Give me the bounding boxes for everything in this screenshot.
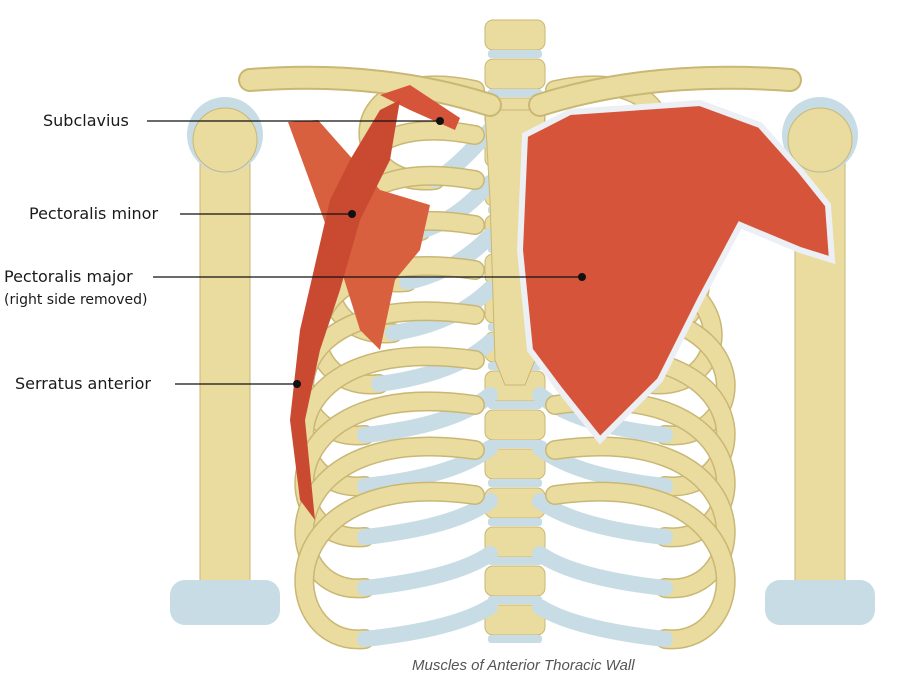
costal-cartilage (532, 546, 673, 596)
intervertebral-disc (488, 518, 542, 526)
figure-caption: Muscles of Anterior Thoracic Wall (412, 657, 635, 674)
skeleton (170, 19, 875, 650)
rib (295, 483, 484, 648)
leader-lines (147, 120, 582, 385)
leader-dots (293, 117, 586, 388)
costal-cartilage (371, 334, 498, 392)
rib (546, 483, 735, 648)
costal-cartilage (357, 546, 498, 596)
humeral-head (787, 107, 853, 173)
rib (295, 438, 484, 597)
serratus-anterior-muscle (290, 100, 400, 520)
costal-cartilage (532, 493, 673, 545)
intervertebral-disc (488, 596, 542, 604)
clavicle (530, 67, 800, 115)
costal-cartilage (532, 599, 673, 647)
humeral-head (192, 107, 258, 173)
label-pectoralis-major-note: (right side removed) (4, 292, 148, 308)
intervertebral-disc (488, 401, 542, 409)
vertebra (484, 58, 546, 90)
costal-cartilage (357, 493, 498, 545)
vertebra (484, 409, 546, 441)
label-pectoralis-major: Pectoralis major (4, 267, 133, 286)
vertebra (484, 565, 546, 597)
pectoralis-major-muscle (516, 99, 836, 445)
rib (546, 438, 735, 597)
intervertebral-disc (488, 89, 542, 97)
label-subclavius: Subclavius (43, 111, 129, 130)
label-pectoralis-minor: Pectoralis minor (29, 204, 159, 223)
intervertebral-disc (488, 479, 542, 487)
humerus (199, 114, 251, 616)
clavicle (240, 67, 500, 115)
elbow-cartilage (765, 580, 875, 625)
intervertebral-disc (488, 50, 542, 58)
elbow-cartilage (170, 580, 280, 625)
vertebra (484, 19, 546, 51)
intervertebral-disc (488, 635, 542, 643)
intervertebral-disc (488, 557, 542, 565)
label-serratus-anterior: Serratus anterior (15, 374, 151, 393)
costal-cartilage (357, 599, 498, 647)
pectoralis-minor-muscle (288, 120, 430, 350)
intervertebral-disc (488, 440, 542, 448)
